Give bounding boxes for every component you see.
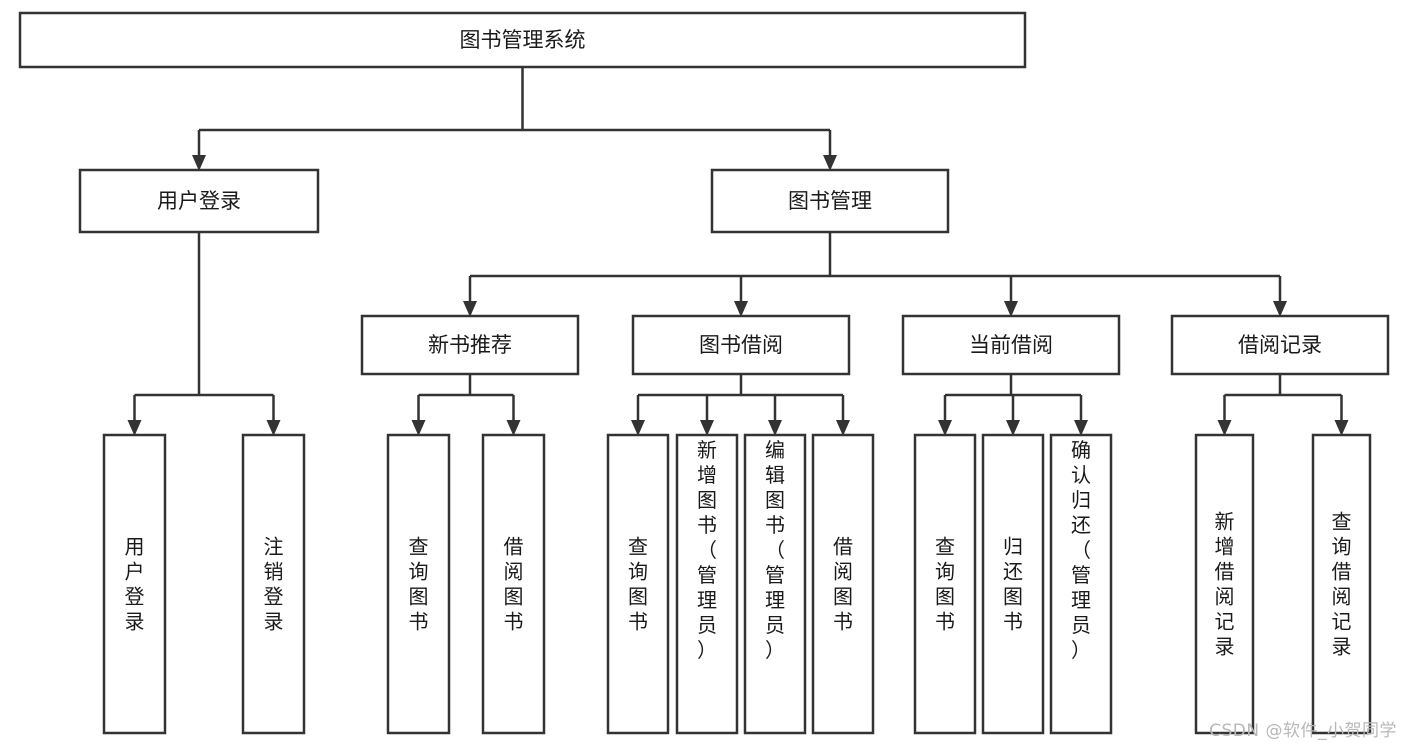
arrow-head-icon — [192, 155, 206, 171]
node-label-user-logout-leaf: 注销登录 — [264, 535, 284, 634]
node-box-book-borrow — [631, 314, 851, 376]
arrow-head-icon — [1334, 420, 1349, 436]
arrow-head-icon — [1273, 301, 1287, 317]
node-box-borrow-edit-book — [743, 433, 807, 735]
node-box-current-query-book — [913, 433, 977, 735]
node-borrow-record[interactable]: 借阅记录 — [1170, 314, 1390, 376]
arrow-head-icon — [1074, 420, 1088, 436]
node-new-book-recommend[interactable]: 新书推荐 — [360, 314, 580, 376]
node-box-root — [18, 11, 1027, 69]
node-label-borrow-add-book: 新增图书（管理员） — [697, 438, 717, 662]
node-label-current-query-book: 查询图书 — [935, 535, 955, 634]
node-box-book-management — [710, 168, 950, 234]
node-box-borrow-record — [1170, 314, 1390, 376]
node-box-recommend-borrow-book — [481, 433, 546, 735]
arrow-head-icon — [1217, 420, 1232, 436]
node-label-record-query: 查询借阅记录 — [1332, 510, 1352, 659]
arrow-head-icon — [1006, 420, 1020, 436]
node-label-current-borrow: 当前借阅 — [969, 333, 1053, 357]
node-box-current-return-book — [981, 433, 1045, 735]
node-label-borrow-record: 借阅记录 — [1238, 333, 1322, 357]
node-box-borrow-query-book — [606, 433, 670, 735]
node-current-confirm-return[interactable]: 确认归还（管理员） — [1049, 433, 1113, 735]
node-label-borrow-edit-book: 编辑图书（管理员） — [765, 438, 785, 662]
arrow-head-icon — [463, 301, 477, 317]
node-label-recommend-borrow-book: 借阅图书 — [504, 535, 524, 634]
node-label-book-borrow: 图书借阅 — [699, 333, 783, 357]
node-user-login[interactable]: 用户登录 — [78, 168, 320, 234]
node-box-record-query — [1311, 433, 1372, 735]
arrow-head-icon — [823, 155, 837, 171]
node-box-borrow-borrow-book — [811, 433, 875, 735]
arrow-head-icon — [768, 420, 782, 436]
csdn-watermark: CSDN @软件_小贺同学 — [1209, 721, 1397, 741]
node-borrow-query-book[interactable]: 查询图书 — [606, 433, 670, 735]
node-label-current-return-book: 归还图书 — [1003, 535, 1023, 634]
node-label-borrow-query-book: 查询图书 — [628, 535, 648, 634]
node-current-query-book[interactable]: 查询图书 — [913, 433, 977, 735]
arrow-head-icon — [411, 420, 426, 436]
arrow-head-icon — [506, 420, 521, 436]
node-recommend-query-book[interactable]: 查询图书 — [386, 433, 451, 735]
node-label-recommend-query-book: 查询图书 — [409, 535, 429, 634]
node-label-user-login-leaf: 用户登录 — [125, 535, 145, 634]
arrow-head-icon — [127, 420, 142, 436]
node-box-new-book-recommend — [360, 314, 580, 376]
node-recommend-borrow-book[interactable]: 借阅图书 — [481, 433, 546, 735]
node-label-root: 图书管理系统 — [460, 28, 586, 52]
node-label-borrow-borrow-book: 借阅图书 — [833, 535, 853, 634]
arrow-head-icon — [700, 420, 714, 436]
node-box-borrow-add-book — [675, 433, 739, 735]
arrow-head-icon — [938, 420, 952, 436]
node-box-current-borrow — [901, 314, 1121, 376]
node-borrow-add-book[interactable]: 新增图书（管理员） — [675, 433, 739, 735]
arrow-head-icon — [734, 301, 748, 317]
node-layer: 图书管理系统用户登录用户登录注销登录图书管理新书推荐查询图书借阅图书图书借阅查询… — [18, 11, 1390, 735]
arrow-head-icon — [836, 420, 850, 436]
node-user-login-leaf[interactable]: 用户登录 — [102, 433, 167, 735]
node-box-recommend-query-book — [386, 433, 451, 735]
node-record-query[interactable]: 查询借阅记录 — [1311, 433, 1372, 735]
arrow-head-icon — [1004, 301, 1018, 317]
node-borrow-edit-book[interactable]: 编辑图书（管理员） — [743, 433, 807, 735]
node-label-user-login: 用户登录 — [157, 189, 241, 213]
node-current-return-book[interactable]: 归还图书 — [981, 433, 1045, 735]
node-label-current-confirm-return: 确认归还（管理员） — [1071, 438, 1091, 662]
node-borrow-borrow-book[interactable]: 借阅图书 — [811, 433, 875, 735]
node-root[interactable]: 图书管理系统 — [18, 11, 1027, 69]
node-box-user-login-leaf — [102, 433, 167, 735]
node-box-record-add — [1194, 433, 1255, 735]
node-label-new-book-recommend: 新书推荐 — [428, 333, 512, 357]
node-label-record-add: 新增借阅记录 — [1215, 510, 1235, 659]
node-book-management[interactable]: 图书管理 — [710, 168, 950, 234]
node-box-user-logout-leaf — [241, 433, 306, 735]
node-book-borrow[interactable]: 图书借阅 — [631, 314, 851, 376]
node-label-book-management: 图书管理 — [788, 189, 872, 213]
arrow-head-icon — [266, 420, 281, 436]
node-user-logout-leaf[interactable]: 注销登录 — [241, 433, 306, 735]
node-box-user-login — [78, 168, 320, 234]
node-record-add[interactable]: 新增借阅记录 — [1194, 433, 1255, 735]
connector-layer — [127, 67, 1349, 436]
arrow-head-icon — [631, 420, 645, 436]
node-box-current-confirm-return — [1049, 433, 1113, 735]
node-current-borrow[interactable]: 当前借阅 — [901, 314, 1121, 376]
